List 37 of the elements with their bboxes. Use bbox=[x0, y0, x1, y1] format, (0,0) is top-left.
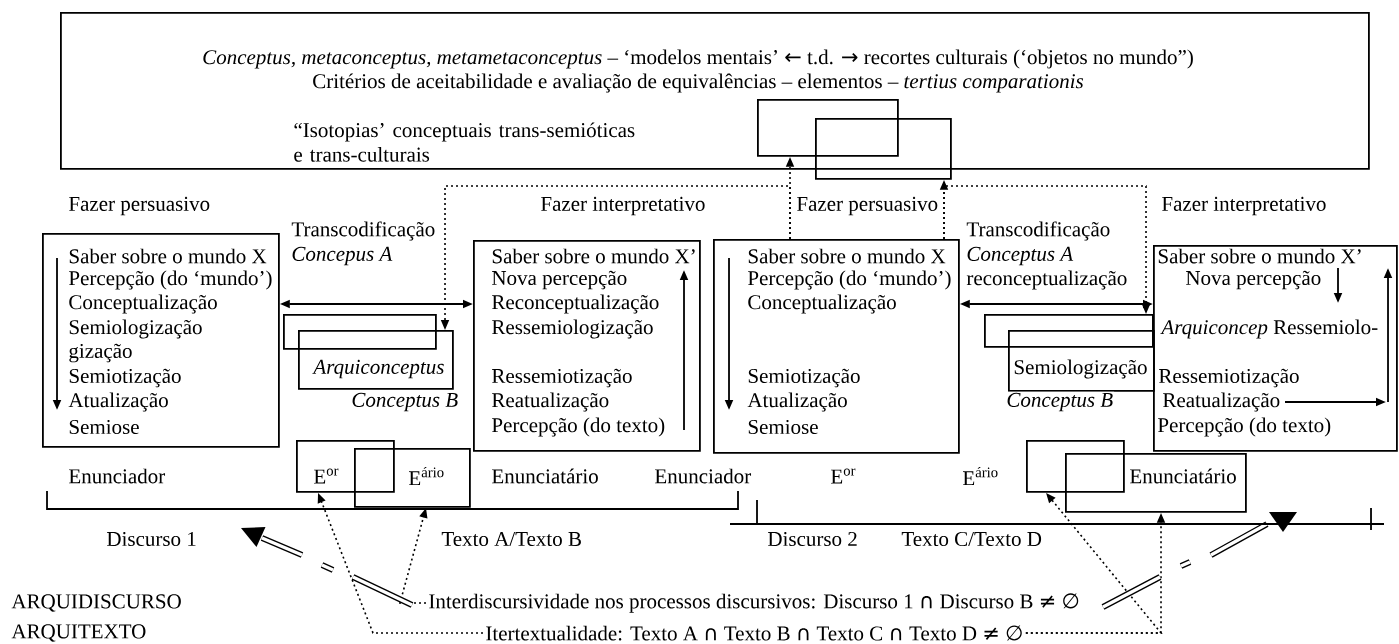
label-text: reconceptualização bbox=[965, 269, 1129, 291]
label-text: Enunciador bbox=[653, 467, 753, 485]
label-text: Discurso 2 bbox=[766, 530, 859, 548]
label-text: Texto C/Texto D bbox=[900, 530, 1043, 548]
text-box: Arquiconceptus bbox=[298, 330, 454, 390]
concept-box: Conceptus, metaconceptus, metametaconceptus – ‘modelos mentais’ ← t.d. → recortes culturais (‘objetos no mundo”) Critérios de aceitabilidade e avaliação de equivalências – elementos – tertius comparationis “Isotopias’ conceptuais trans-semióticas e trans-culturais bbox=[60, 12, 1370, 170]
label-text: Conceptus B bbox=[1005, 391, 1115, 413]
empty-box bbox=[815, 118, 952, 180]
text-box: Semiologização bbox=[1008, 330, 1155, 392]
label-text: Discurso 1 bbox=[105, 530, 198, 548]
label-text: E$^{ário}$ bbox=[961, 465, 1001, 487]
label-text: Transcodificação bbox=[290, 220, 437, 242]
text-box: Saber sobre o mundo X’ Nova percepção Reconceptualização Ressemiologização Ressemiotização Reatualização Percepção (do texto) bbox=[473, 240, 701, 452]
label-text: Conceptus B bbox=[350, 391, 460, 413]
label-text: Fazer interpretativo bbox=[1160, 195, 1328, 217]
label-text: Conceptus A bbox=[965, 245, 1075, 267]
text-box: E$^{ário}$ bbox=[354, 448, 471, 508]
text-box: Enunciatário bbox=[1065, 453, 1247, 513]
label-text: ARQUIDISCURSO bbox=[10, 593, 183, 613]
text-box: Saber sobre o mundo X Percepção (do ‘mundo’) Conceptualização Semiologização gização Semiotização Atualização Semiose bbox=[42, 233, 280, 448]
statement-text: Itertextualidade: Texto A ∩ Texto B ∩ Texto C ∩ Texto D ≠ ∅ bbox=[486, 625, 1022, 641]
label-text: Enunciatário bbox=[490, 467, 600, 485]
empty-box bbox=[757, 99, 899, 157]
label-text: ARQUITEXTO bbox=[10, 623, 148, 643]
empty-box bbox=[283, 314, 437, 350]
text-box: Saber sobre o mundo X’ Nova percepção Arquiconcep Ressemiolo- Ressemiotização Reatualização Percepção (do texto) bbox=[1153, 245, 1398, 452]
empty-box bbox=[984, 314, 1154, 348]
label-text: Concepus A bbox=[290, 245, 394, 267]
label-text: Fazer interpretativo bbox=[539, 195, 707, 217]
empty-box bbox=[1026, 440, 1125, 493]
text-box: E$^{or}$ bbox=[296, 440, 395, 493]
statement-text: Interdiscursividade nos processos discursivos: Discurso 1 ∩ Discurso B ≠ ∅ bbox=[429, 593, 1079, 613]
label-text: Transcodificação bbox=[965, 220, 1112, 242]
label-text: Texto A/Texto B bbox=[440, 530, 583, 548]
label-text: Fazer persuasivo bbox=[795, 195, 940, 217]
label-text: Enunciador bbox=[67, 467, 167, 485]
text-box: Saber sobre o mundo X Percepção (do ‘mundo’) Conceptualização Semiotização Atualização Semiose bbox=[713, 239, 960, 454]
